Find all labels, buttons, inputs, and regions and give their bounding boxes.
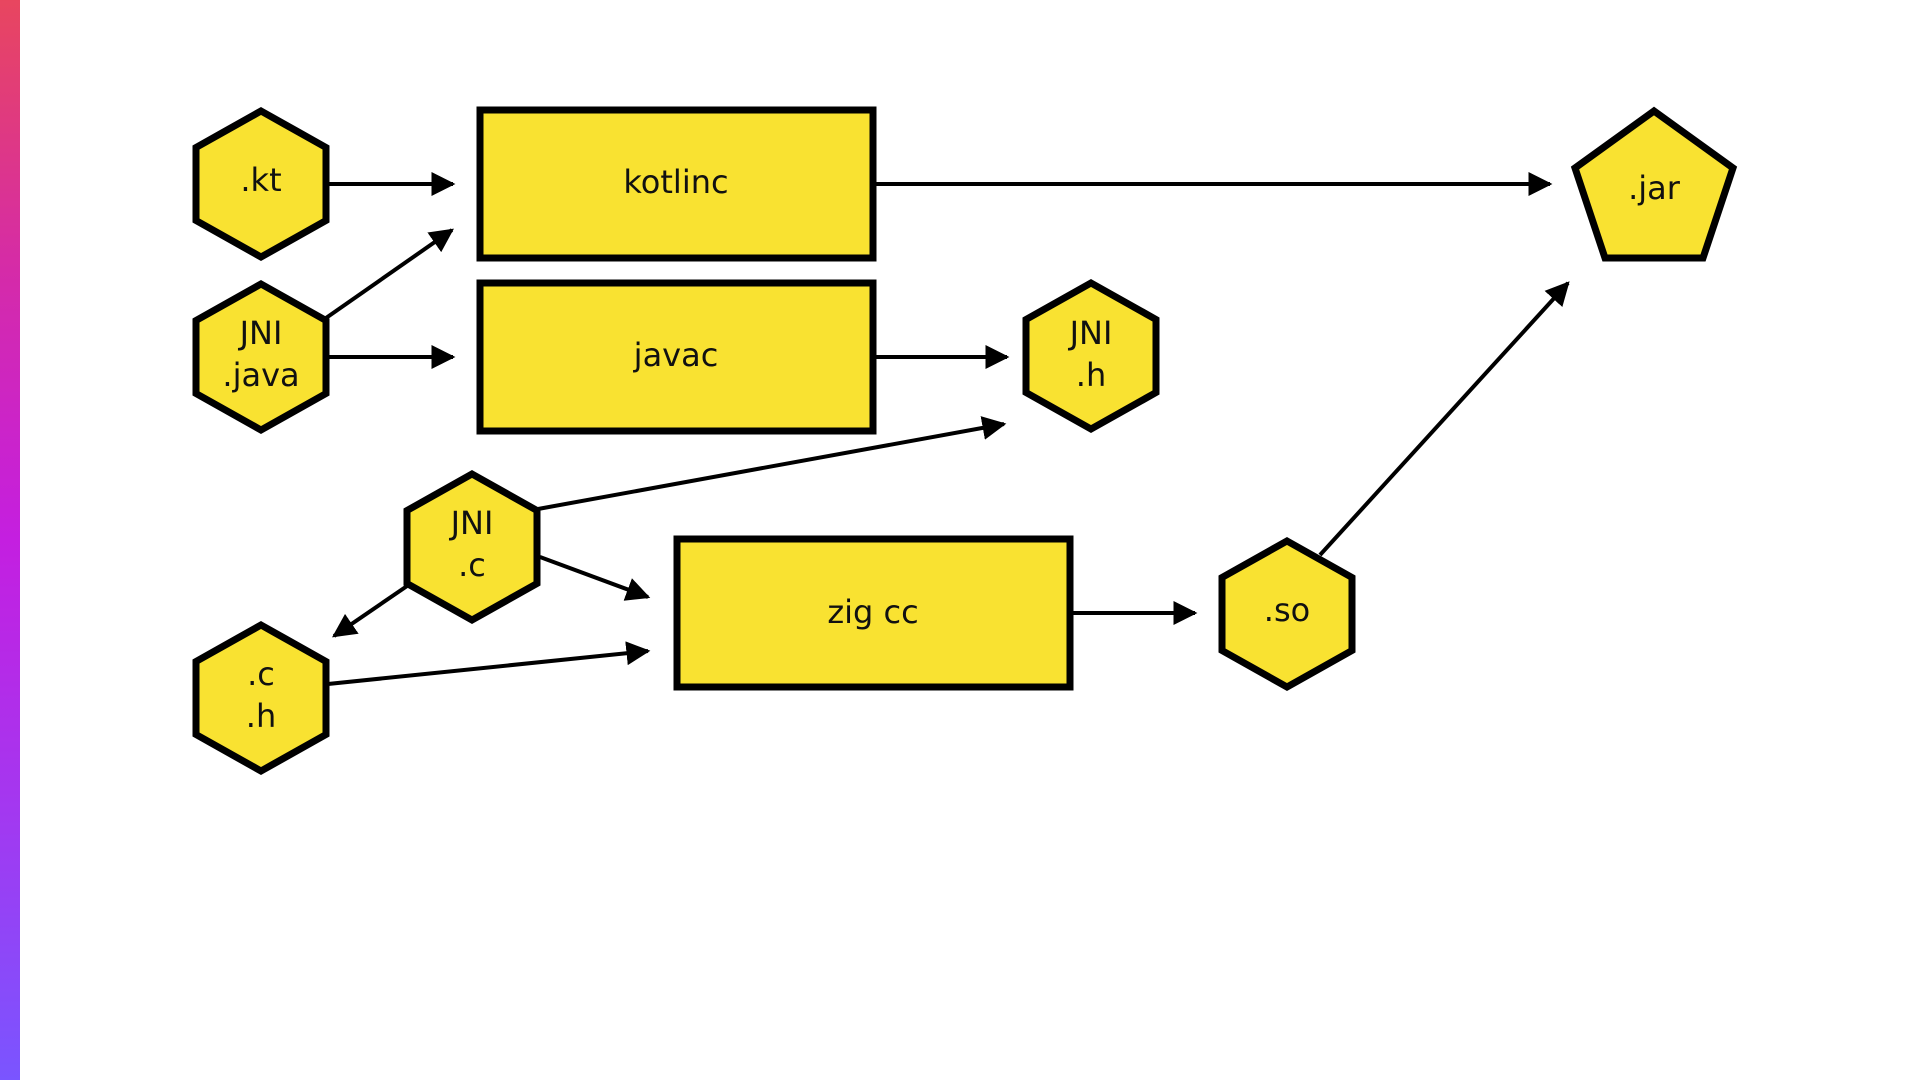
node-so-label: .so (1264, 591, 1310, 629)
hexagon-shape (192, 620, 330, 776)
node-jni-h: JNI .h (1022, 278, 1160, 434)
edge-jni-java-to-kotlinc (324, 228, 454, 320)
node-javac: javac (476, 279, 877, 435)
node-c-h-label-line2: .h (246, 697, 276, 735)
pentagon-shape (1570, 106, 1738, 262)
hexagon-shape (192, 106, 330, 262)
nodes: .kt JNI .java kotlinc javac JNI .h JNI (192, 106, 1738, 776)
hexagon-shape (1022, 278, 1160, 434)
node-kt: .kt (192, 106, 330, 262)
node-jni-h-label-line2: .h (1076, 356, 1106, 394)
node-jar: .jar (1570, 106, 1738, 262)
rectangle-shape (673, 535, 1074, 691)
node-jni-java: JNI .java (192, 279, 330, 435)
node-kt-label: .kt (240, 161, 281, 199)
edge-jni-c-to-jni-h (537, 416, 1007, 511)
node-javac-label: javac (633, 336, 719, 374)
node-so: .so (1218, 536, 1356, 692)
node-c-h-label-line1: .c (247, 655, 275, 693)
edges (324, 172, 1570, 686)
hexagon-shape (1218, 536, 1356, 692)
node-zigcc-label: zig cc (827, 593, 918, 631)
node-jni-java-label-line1: JNI (238, 314, 283, 352)
node-kotlinc: kotlinc (476, 106, 877, 262)
node-jni-c-label-line2: .c (458, 546, 486, 584)
hexagon-shape (192, 279, 330, 435)
node-jni-c-label-line1: JNI (449, 504, 494, 542)
rectangle-shape (476, 106, 877, 262)
rectangle-shape (476, 279, 877, 435)
node-jni-java-label-line2: .java (222, 356, 299, 394)
accent-gradient-bar (0, 0, 20, 1080)
node-jni-c: JNI .c (403, 469, 541, 625)
edge-jni-c-to-c-h (332, 582, 412, 638)
edge-so-to-jar (1318, 281, 1570, 557)
edge-c-h-to-zigcc (327, 641, 651, 686)
hexagon-shape (403, 469, 541, 625)
node-jar-label: .jar (1628, 169, 1681, 207)
edge-jni-c-to-zigcc (539, 555, 651, 601)
node-zigcc: zig cc (673, 535, 1074, 691)
node-c-h: .c .h (192, 620, 330, 776)
node-jni-h-label-line1: JNI (1068, 314, 1113, 352)
node-kotlinc-label: kotlinc (623, 163, 728, 201)
